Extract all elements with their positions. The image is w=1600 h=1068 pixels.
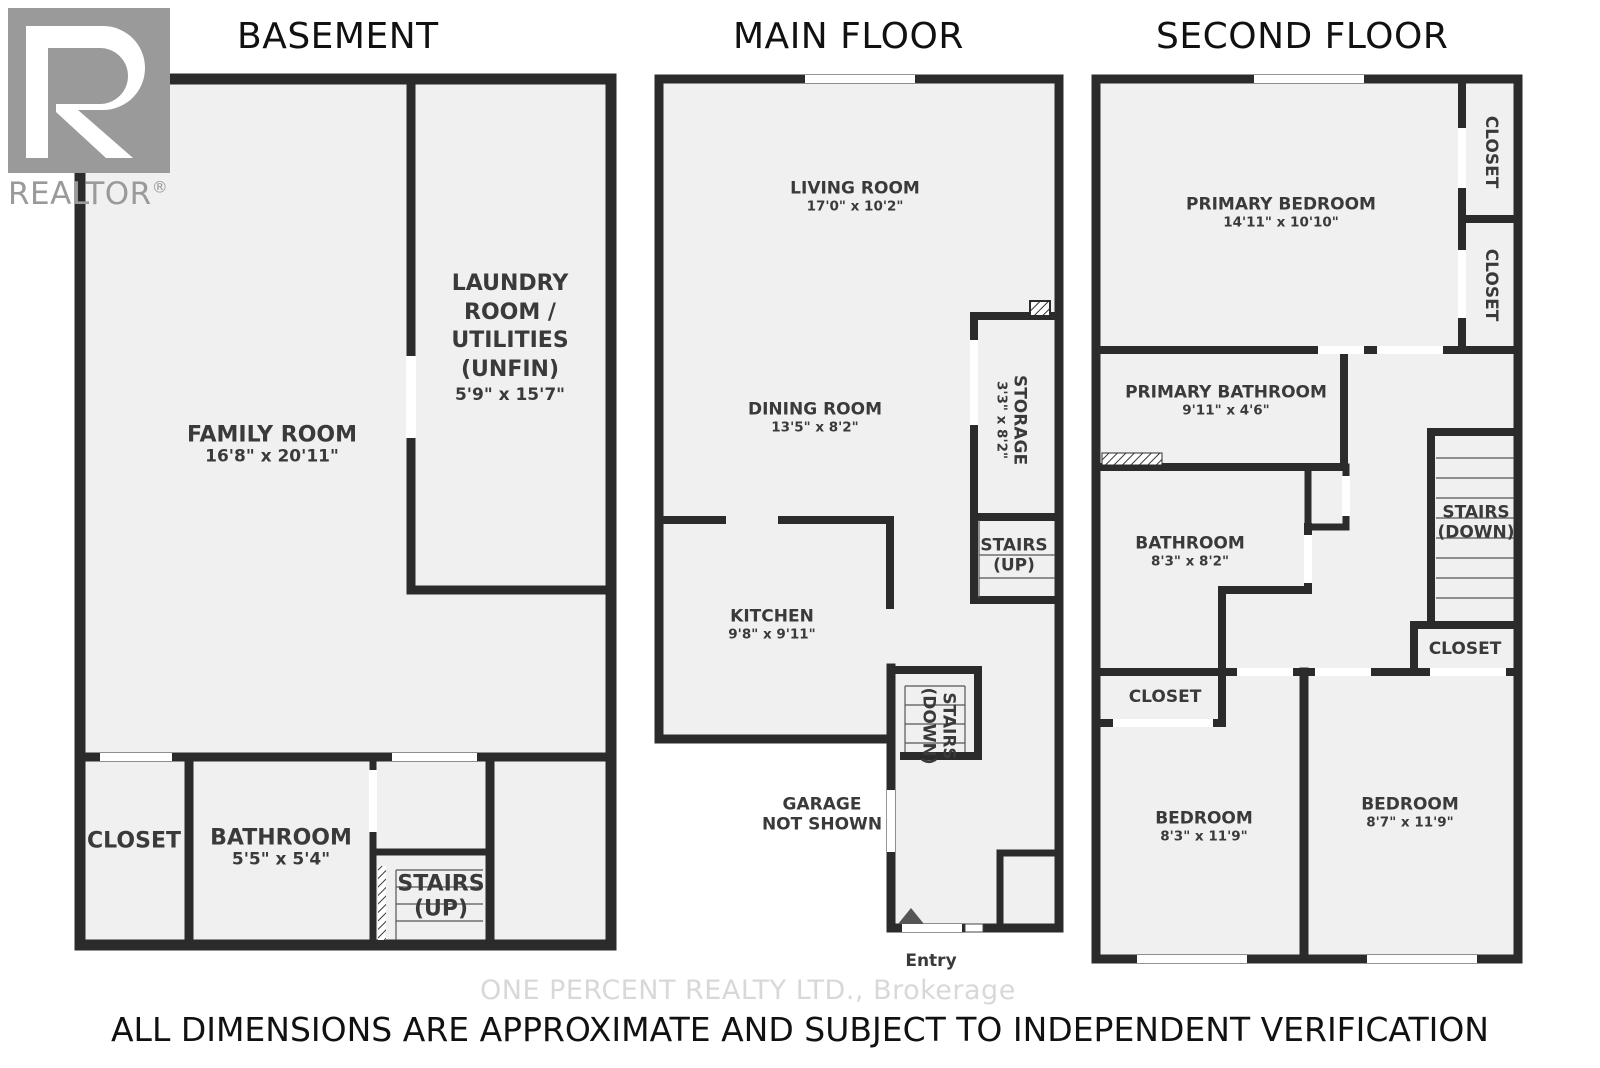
basement-exterior-wall bbox=[74, 73, 617, 951]
main-floor-title: MAIN FLOOR bbox=[733, 16, 964, 57]
main-wall bbox=[887, 666, 982, 760]
main-stairs-up-label: STAIRS(UP) bbox=[980, 535, 1048, 575]
basement-stairs-treads bbox=[395, 869, 483, 940]
main-window bbox=[805, 75, 915, 83]
room-basement-closet: CLOSET bbox=[87, 828, 181, 854]
room-closet-1: CLOSET bbox=[1480, 115, 1501, 189]
room-laundry: LAUNDRY ROOM / UTILITIES (UNFIN) 5'9" x … bbox=[451, 270, 569, 406]
basement-doorway bbox=[406, 356, 416, 438]
second-window bbox=[1137, 955, 1247, 963]
second-doorway bbox=[1318, 346, 1364, 354]
dimensions-disclaimer: ALL DIMENSIONS ARE APPROXIMATE AND SUBJE… bbox=[110, 1010, 1489, 1049]
second-doorway bbox=[1377, 346, 1443, 354]
main-wall bbox=[996, 849, 1063, 932]
basement-doorway bbox=[100, 753, 172, 761]
main-floor-plan bbox=[654, 74, 1064, 933]
second-hatch bbox=[1101, 452, 1163, 466]
room-closet-2: CLOSET bbox=[1480, 248, 1501, 322]
second-doorway bbox=[1237, 668, 1293, 676]
second-window bbox=[1254, 75, 1364, 83]
basement-plan bbox=[74, 73, 617, 951]
main-stairs-up-treads bbox=[978, 520, 1055, 598]
entry-label: Entry bbox=[905, 951, 957, 972]
second-doorway bbox=[1430, 668, 1506, 676]
second-wall bbox=[1410, 621, 1522, 672]
main-exterior-wall bbox=[654, 74, 1064, 933]
second-wall bbox=[1218, 586, 1312, 672]
brokerage-watermark: ONE PERCENT REALTY LTD., Brokerage bbox=[480, 975, 1016, 1006]
main-door-sidelight bbox=[964, 923, 984, 933]
main-stairs-down-label: STAIRS(DOWN) bbox=[919, 687, 959, 765]
second-closet-door bbox=[1458, 250, 1466, 318]
second-floor-plan bbox=[1091, 74, 1523, 964]
second-closet-door bbox=[1113, 719, 1213, 727]
second-closet-door bbox=[1458, 128, 1466, 188]
second-floor-title: SECOND FLOOR bbox=[1156, 16, 1449, 57]
entry-arrow-icon bbox=[898, 908, 924, 924]
second-window bbox=[1367, 955, 1477, 963]
basement-stairs-label: STAIRS(UP) bbox=[397, 871, 485, 922]
room-closet-4: CLOSET bbox=[1128, 687, 1202, 708]
realtor-wordmark: REALTOR® bbox=[8, 176, 169, 212]
basement-doorway bbox=[369, 770, 377, 832]
main-doorway bbox=[970, 340, 978, 425]
basement-floor bbox=[80, 79, 611, 945]
main-hatch bbox=[1029, 300, 1051, 317]
second-doorway bbox=[1315, 668, 1371, 676]
main-wall bbox=[970, 312, 1063, 604]
main-entry-door bbox=[902, 924, 962, 932]
room-closet-3: CLOSET bbox=[1428, 639, 1502, 660]
second-doorway bbox=[1342, 476, 1350, 516]
second-stairs-down-label: STAIRS(DOWN) bbox=[1437, 502, 1515, 542]
second-stairs-treads bbox=[1436, 457, 1514, 599]
basement-doorway bbox=[392, 753, 477, 761]
realtor-logo-icon bbox=[8, 8, 170, 173]
basement-hatch bbox=[378, 866, 386, 940]
second-wall bbox=[1427, 428, 1522, 629]
main-floor-floor bbox=[659, 79, 1059, 928]
basement-title: BASEMENT bbox=[237, 16, 439, 57]
main-doorway bbox=[887, 790, 895, 852]
main-stairs-down-treads bbox=[904, 685, 966, 752]
second-doorway bbox=[1304, 535, 1312, 583]
